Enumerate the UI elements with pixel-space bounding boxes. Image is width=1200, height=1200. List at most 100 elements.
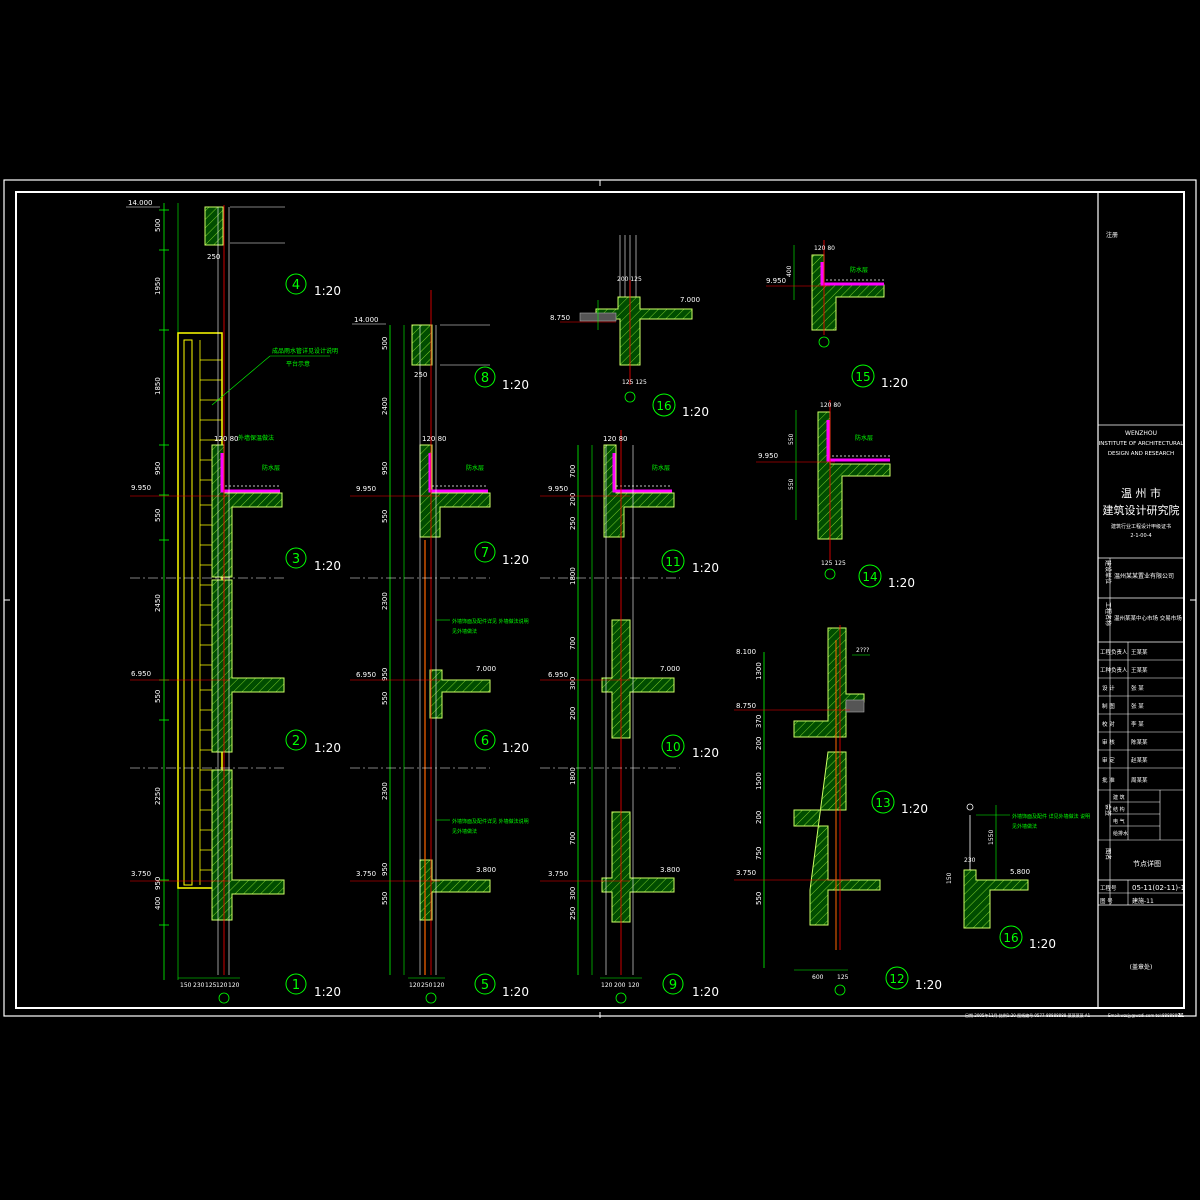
detail-label-16: 16 1:20 [652,393,709,419]
dim-text: 950 [381,863,389,876]
svg-text:16: 16 [1003,931,1018,945]
svg-text:1:20: 1:20 [888,576,915,590]
elevation-label: 3.750 [548,870,568,878]
dim-text: 125 [837,974,849,981]
svg-text:2: 2 [292,734,300,749]
note-text: 防水层 [262,464,280,472]
detail-label-12: 12 1:20 [885,966,942,992]
footer-mid: Email:wzsjy@wzdi.com tel:88888888 [1108,1013,1183,1018]
detail-label-6: 6 1:20 [474,729,529,755]
svg-text:11: 11 [665,555,680,569]
detail-label-2: 2 1:20 [285,729,341,755]
svg-text:1:20: 1:20 [901,802,928,816]
dim-text: 250 [421,982,433,989]
detail-label-15: 15 1:20 [851,364,908,390]
elevation-label: 9.950 [356,485,376,493]
dim-text: 120 [228,982,240,989]
dim-text: 2300 [381,592,389,610]
stamp-text: (盖章处) [1130,963,1153,971]
detail-label-8: 8 1:20 [474,366,529,392]
svg-text:1:20: 1:20 [915,978,942,992]
note-text: 成品雨水管详见设计说明 [272,347,338,355]
dim-text: 120 [433,982,445,989]
elevation-label: 9.950 [758,452,778,460]
svg-text:1:20: 1:20 [881,376,908,390]
sign-row: 给排水 [1113,830,1128,837]
detail-label-1: 1 1:20 [285,973,341,999]
dim-text: 300 [569,677,577,690]
dim-text: 250 [569,517,577,530]
dim-text: 125 [205,982,217,989]
tb-row: 设 计 张 某 [1102,684,1144,692]
tb-row: 工种负责人 王某某 [1100,666,1148,674]
svg-text:7: 7 [481,546,489,561]
elevation-label: 7.000 [660,665,680,673]
svg-text:1:20: 1:20 [692,561,719,575]
dim-text: 750 [755,847,763,860]
detail-label-7: 7 1:20 [474,541,529,567]
dim-text: 2450 [154,594,162,612]
elevation-label: 7.000 [680,296,700,304]
drawing-label: 图名 [1104,848,1112,860]
dim-text: 950 [154,462,162,475]
elevation-label: 9.950 [766,277,786,285]
dim-text: 550 [381,892,389,905]
tb-row: 校 对 李 某 [1102,720,1144,728]
note-text: 外墙保温做法 [238,434,274,442]
detail-label-13: 13 1:20 [871,790,928,816]
title-top-tag: 注册 [1106,231,1118,239]
svg-text:1:20: 1:20 [502,985,529,999]
dim-text: 550 [755,892,763,905]
sheet-label: 图 号 [1100,897,1113,905]
svg-text:1: 1 [292,978,300,993]
sheet-no: 建施-11 [1132,897,1154,905]
elevation-label: 9.950 [548,485,568,493]
dim-text: 1800 [569,767,577,785]
note-text: 外墙饰面及配件 详见外墙做法 说明 [1012,813,1090,820]
dim-text: 700 [569,832,577,845]
note-text: 2??? [856,647,869,654]
svg-text:1:20: 1:20 [314,559,341,573]
sign-row: 电 气 [1113,818,1125,825]
dim-text: 1800 [569,567,577,585]
tb-row: 制 图 张 某 [1102,702,1144,710]
dim-text: 300 [569,887,577,900]
detail-16-bottom: 150 1550 230 5.800 外墙饰面及配件 详见外墙做法 说明 见外墙… [946,803,1090,951]
note-text: 见外墙做法 [452,828,477,835]
detail-label-5: 5 1:20 [474,973,529,999]
note-text: 平台示意 [286,360,310,368]
client-label: 建设单位 [1104,560,1112,584]
outer-frame [3,179,1197,1017]
tb-row: 审 核 陈某某 [1102,738,1148,746]
svg-text:1:20: 1:20 [502,741,529,755]
detail-16-top: 8.750 7.000 200 125 125 125 16 1:20 [550,235,709,419]
dim-text: 400 [154,897,162,910]
dim-text: 200 125 [617,276,642,283]
detail-column-9: 9.950 6.950 3.750 700 200 250 1800 700 3… [540,430,719,1004]
project-name: 温州某某中心市场 交易市场 [1114,614,1182,622]
dim-text: 250 [569,907,577,920]
dim-text: 120 80 [814,245,835,252]
elevation-label: 3.750 [356,870,376,878]
svg-text:陈某某: 陈某某 [1131,738,1148,746]
dim-text: 1300 [755,662,763,680]
detail-column-5: 14.000 9.950 6.950 3.750 500 2400 950 55… [350,290,529,1004]
svg-text:3: 3 [292,552,300,567]
dim-text: 250 [414,371,427,379]
svg-text:制 图: 制 图 [1102,702,1115,710]
svg-text:王某某: 王某某 [1131,667,1148,674]
elevation-label: 6.950 [548,671,568,679]
svg-text:1:20: 1:20 [502,553,529,567]
institute-cn-1: 温 州 市 [1121,486,1161,500]
svg-text:1:20: 1:20 [314,985,341,999]
elevation-label: 3.750 [736,869,756,877]
dim-text: 120 [601,982,613,989]
elevation-label: 9.950 [131,484,151,492]
note-text: 防水层 [850,266,868,274]
elevation-label: 3.800 [476,866,496,874]
footer-page: 11 [1178,1013,1184,1019]
institute-cn-2: 建筑设计研究院 [1103,503,1180,517]
project-label: 工程名称 [1104,602,1112,626]
tb-row: 审 定 赵某某 [1102,756,1148,764]
